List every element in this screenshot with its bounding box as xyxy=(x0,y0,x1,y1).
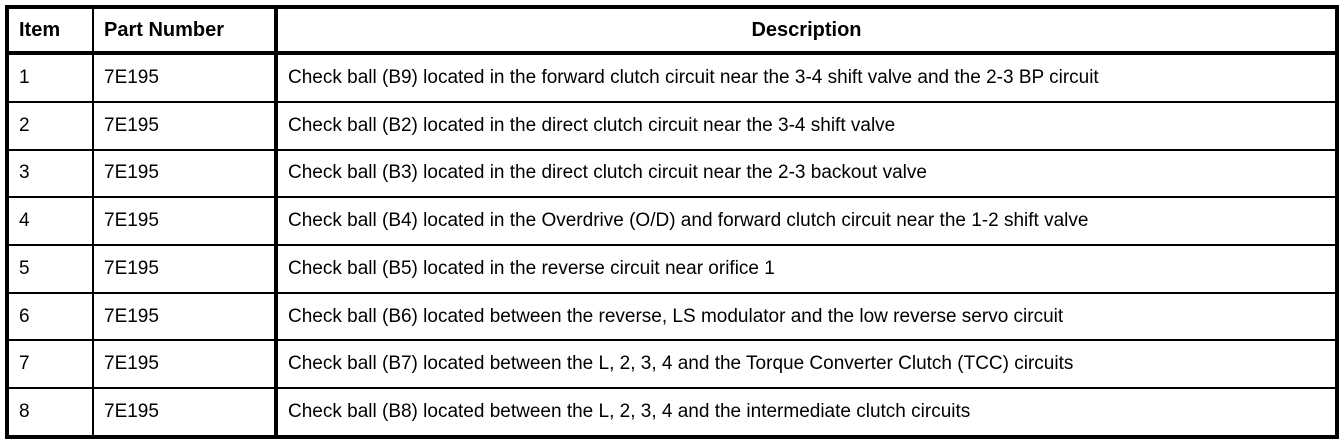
item-cell: 4 xyxy=(7,196,94,245)
part-number-cell: 7E195 xyxy=(93,52,278,102)
table-header: Item Part Number Description xyxy=(7,7,1337,55)
description-cell: Check ball (B9) located in the forward c… xyxy=(276,52,1337,102)
description-cell: Check ball (B7) located between the L, 2… xyxy=(276,339,1337,389)
item-cell: 3 xyxy=(7,148,94,198)
item-cell: 7 xyxy=(7,339,94,389)
table-header-row: Item Part Number Description xyxy=(7,7,1337,55)
description-cell: Check ball (B8) located between the L, 2… xyxy=(276,387,1337,437)
item-cell: 6 xyxy=(7,291,94,341)
part-number-cell: 7E195 xyxy=(93,387,278,437)
item-cell: 5 xyxy=(7,243,94,293)
part-number-cell: 7E195 xyxy=(93,243,278,293)
description-cell: Check ball (B2) located in the direct cl… xyxy=(276,100,1337,150)
part-number-cell: 7E195 xyxy=(93,148,278,198)
description-cell: Check ball (B6) located between the reve… xyxy=(276,291,1337,341)
description-cell: Check ball (B4) located in the Overdrive… xyxy=(276,196,1337,245)
item-cell: 1 xyxy=(7,52,94,102)
column-header-description: Description xyxy=(276,7,1337,55)
column-header-part-number: Part Number xyxy=(93,7,278,55)
item-cell: 2 xyxy=(7,100,94,150)
part-number-cell: 7E195 xyxy=(93,291,278,341)
description-cell: Check ball (B5) located in the reverse c… xyxy=(276,243,1337,293)
part-number-cell: 7E195 xyxy=(93,339,278,389)
part-number-cell: 7E195 xyxy=(93,196,278,245)
column-header-item: Item xyxy=(7,7,94,55)
item-cell: 8 xyxy=(7,387,94,437)
description-cell: Check ball (B3) located in the direct cl… xyxy=(276,148,1337,198)
part-number-cell: 7E195 xyxy=(93,100,278,150)
